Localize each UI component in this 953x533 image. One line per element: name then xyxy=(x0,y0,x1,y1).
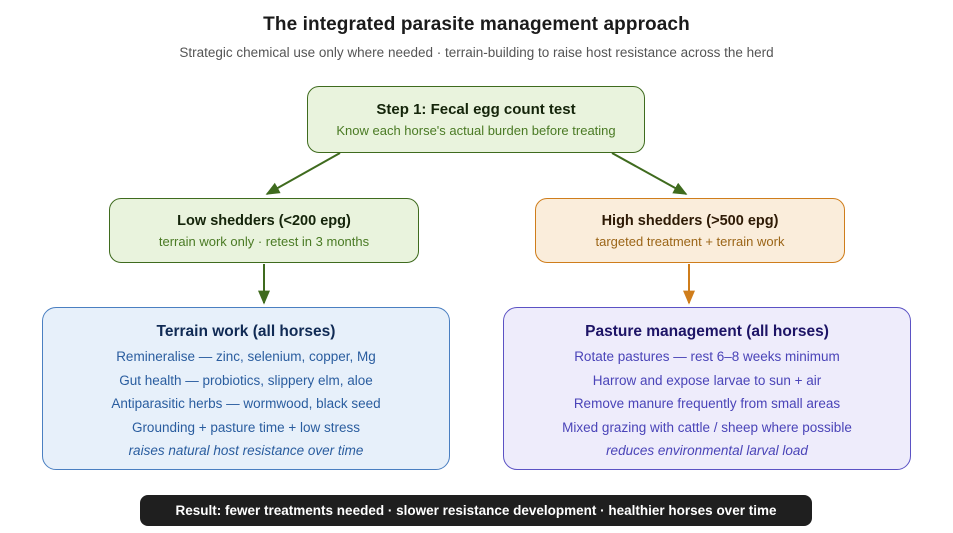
panel-pasture-management-line: Mixed grazing with cattle / sheep where … xyxy=(562,419,852,435)
node-step1-fecal-egg-count[interactable]: Step 1: Fecal egg count test Know each h… xyxy=(307,86,645,153)
panel-terrain-work-note: raises natural host resistance over time xyxy=(128,443,364,458)
panel-terrain-work-line: Antiparasitic herbs — wormwood, black se… xyxy=(111,396,381,411)
panel-terrain-work-line: Grounding + pasture time + low stress xyxy=(131,419,361,435)
panel-pasture-management-line: Remove manure frequently from small area… xyxy=(573,396,841,411)
node-low-shedders-subtitle: terrain work only · retest in 3 months xyxy=(158,233,370,249)
panel-terrain-work-line: Gut health — probiotics, slippery elm, a… xyxy=(119,372,373,388)
edge-step1-to-high xyxy=(611,152,688,195)
node-high-shedders-subtitle: targeted treatment + terrain work xyxy=(595,233,785,249)
panel-pasture-management-title: Pasture management (all horses) xyxy=(585,323,829,340)
node-low-shedders[interactable]: Low shedders (<200 epg) terrain work onl… xyxy=(109,198,419,263)
page-title: The integrated parasite management appro… xyxy=(263,14,690,35)
page-subtitle: Strategic chemical use only where needed… xyxy=(179,45,774,60)
node-low-shedders-title: Low shedders (<200 epg) xyxy=(177,212,351,229)
panel-terrain-work-title: Terrain work (all horses) xyxy=(156,323,336,340)
panel-pasture-management-note: reduces environmental larval load xyxy=(606,443,808,458)
node-step1-subtitle: Know each horse's actual burden before t… xyxy=(336,123,616,138)
panel-pasture-management-line: Rotate pastures — rest 6–8 weeks minimum xyxy=(574,349,840,364)
edge-step1-to-low xyxy=(265,152,341,195)
result-banner: Result: fewer treatments needed · slower… xyxy=(140,495,812,526)
node-high-shedders-title: High shedders (>500 epg) xyxy=(601,212,779,229)
result-banner-text: Result: fewer treatments needed · slower… xyxy=(175,503,777,518)
panel-terrain-work[interactable]: Terrain work (all horses) Remineralise —… xyxy=(42,307,450,470)
panel-pasture-management-line: Harrow and expose larvae to sun + air xyxy=(592,372,822,388)
node-high-shedders[interactable]: High shedders (>500 epg) targeted treatm… xyxy=(535,198,845,263)
node-step1-title: Step 1: Fecal egg count test xyxy=(376,101,576,118)
panel-pasture-management[interactable]: Pasture management (all horses) Rotate p… xyxy=(503,307,911,470)
panel-terrain-work-line: Remineralise — zinc, selenium, copper, M… xyxy=(116,349,376,364)
